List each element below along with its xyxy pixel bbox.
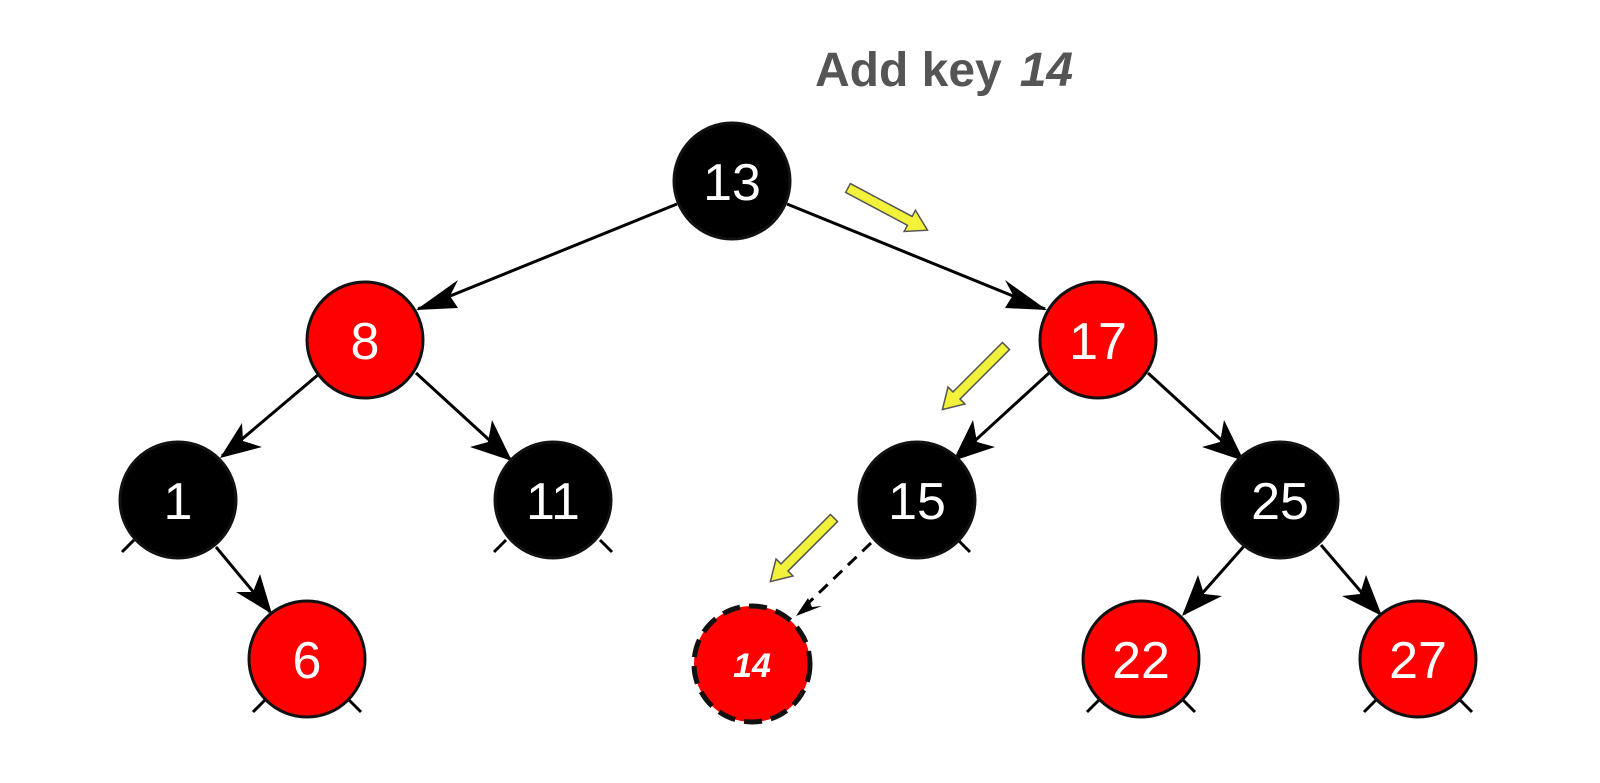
search-path-arrows (769, 182, 1011, 583)
diagram-title: Add key 14 (815, 44, 1073, 97)
node-label: 1 (164, 473, 193, 531)
tree-node: 25 (1220, 440, 1340, 560)
edge-13-8 (416, 202, 678, 311)
tree-node: 11 (493, 440, 613, 560)
pointer-arrow-icon (844, 182, 929, 233)
edge-25-27 (1319, 544, 1382, 616)
node-label: 11 (526, 473, 580, 531)
tree-node: 15 (857, 440, 977, 560)
node-label: 8 (351, 313, 380, 371)
tree-node: 17 (1038, 280, 1158, 400)
node-label: 22 (1112, 632, 1170, 690)
tree-node: 27 (1358, 599, 1478, 719)
tree-node: 1 (118, 440, 238, 560)
node-label: 17 (1069, 313, 1127, 371)
edge-1-6 (214, 546, 272, 614)
edge-25-22 (1182, 544, 1247, 616)
pointer-arrow-icon (769, 513, 839, 583)
edge-8-1 (220, 372, 320, 458)
title-prefix: Add key (815, 44, 1002, 97)
edge-15-14-dashed (796, 541, 873, 616)
edge-13-17 (786, 202, 1047, 311)
node-label: 25 (1251, 473, 1309, 531)
tree-node: 13 (672, 121, 792, 241)
tree-node: 6 (247, 599, 367, 719)
edges (214, 202, 1382, 616)
edge-17-25 (1146, 371, 1244, 461)
tree-node: 8 (305, 280, 425, 400)
edge-8-11 (414, 371, 512, 461)
node-label: 27 (1389, 632, 1447, 690)
tree-node: 22 (1081, 599, 1201, 719)
title-key: 14 (1020, 44, 1073, 97)
new-node-label: 14 (733, 647, 771, 685)
null-leaf-stubs (120, 538, 1474, 714)
node-label: 15 (888, 473, 946, 531)
node-label: 6 (293, 632, 322, 690)
edge-17-15 (953, 371, 1051, 461)
tree-node-new: 14 (691, 603, 813, 725)
node-label: 13 (703, 154, 761, 212)
pointer-arrow-icon (941, 341, 1011, 411)
nodes: 13 8 17 1 11 15 25 6 (118, 121, 1478, 725)
